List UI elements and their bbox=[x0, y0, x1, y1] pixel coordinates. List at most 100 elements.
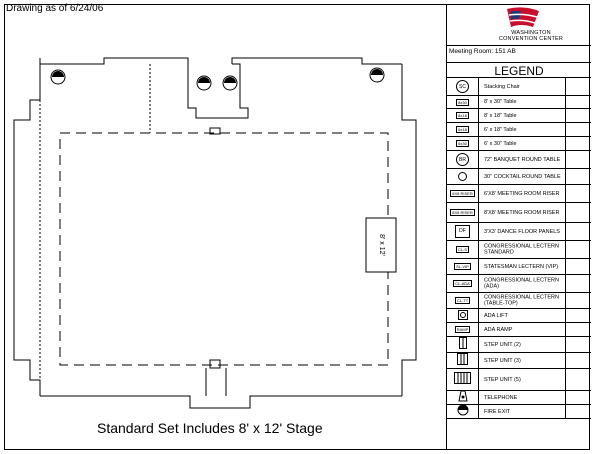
legend-symbol-mark bbox=[458, 172, 467, 181]
stage-caption: Standard Set Includes 8' x 12' Stage bbox=[97, 420, 323, 436]
legend-symbol: SC bbox=[447, 78, 479, 95]
legend-symbol bbox=[447, 309, 479, 322]
legend-symbol-mark: DF bbox=[455, 225, 470, 238]
legend-row: 6x18 6' x 18" Table bbox=[447, 123, 591, 137]
floor-plan: 8' x 12' bbox=[13, 57, 417, 409]
fire-exit-icon bbox=[196, 75, 212, 91]
legend-symbol-mark: 6x18 bbox=[456, 126, 469, 133]
legend-count-cell bbox=[565, 96, 591, 108]
legend-count-cell bbox=[565, 405, 591, 418]
legend-label: 6' x 18" Table bbox=[484, 126, 517, 133]
legend-row: SC Stacking Chair bbox=[447, 78, 591, 96]
legend-symbol-mark: SL-VIP bbox=[454, 263, 471, 270]
legend-label: 8' x 18" Table bbox=[484, 112, 517, 119]
legend-label: STEP UNIT (3) bbox=[484, 357, 521, 364]
legend-label: ADA RAMP bbox=[484, 326, 513, 333]
step3-icon bbox=[457, 352, 468, 370]
legend-count-cell bbox=[565, 353, 591, 368]
legend-label: FIRE EXIT bbox=[484, 408, 511, 415]
legend-count-cell bbox=[565, 223, 591, 240]
legend-label: STATESMAN LECTERN (VIP) bbox=[484, 263, 559, 270]
legend-row: 8x18 8' x 18" Table bbox=[447, 109, 591, 123]
legend-row: STEP UNIT (3) bbox=[447, 352, 591, 370]
legend-symbol-mark: 8x18 bbox=[456, 112, 469, 119]
wall-bottom bbox=[40, 395, 402, 409]
drawing-frame bbox=[4, 4, 590, 450]
legend-symbol: 8x18 bbox=[447, 109, 479, 122]
legend-label: 72" BANQUET ROUND TABLE bbox=[484, 156, 561, 163]
legend-count-cell bbox=[565, 323, 591, 336]
legend-row: ADA LIFT bbox=[447, 309, 591, 323]
legend-label: 8' x 30" Table bbox=[484, 98, 517, 105]
legend-row: STEP UNIT (5) bbox=[447, 369, 591, 391]
legend-symbol-mark: RAMP bbox=[454, 326, 471, 333]
legend-symbol bbox=[447, 369, 479, 390]
legend-symbol-mark: CL-S bbox=[455, 246, 470, 253]
room-outline bbox=[59, 132, 389, 366]
legend-symbol: DF bbox=[447, 223, 479, 240]
legend-symbol: BR bbox=[447, 151, 479, 168]
legend-symbol: CL-TT bbox=[447, 293, 479, 308]
legend-count-cell bbox=[565, 185, 591, 202]
legend-symbol: 6x18 bbox=[447, 123, 479, 136]
legend-symbol-mark: 8x30 bbox=[456, 98, 469, 106]
legend-row: STEP UNIT (2) bbox=[447, 336, 591, 354]
step2-icon bbox=[458, 336, 467, 354]
legend-symbol: 6x30 bbox=[447, 137, 479, 150]
stage bbox=[365, 217, 397, 273]
legend-row: BR 72" BANQUET ROUND TABLE bbox=[447, 151, 591, 169]
legend-symbol-mark: SC bbox=[456, 80, 469, 93]
legend-symbol: 6X8 RISER bbox=[447, 185, 479, 202]
legend-symbol: CL-ADA bbox=[447, 275, 479, 292]
legend-symbol: 8X8 RISER bbox=[447, 203, 479, 222]
wall-top-right bbox=[231, 57, 402, 65]
wall-top-notch bbox=[187, 63, 249, 119]
legend-row: 30" COCKTAIL ROUND TABLE bbox=[447, 169, 591, 185]
legend-row: FIRE EXIT bbox=[447, 403, 591, 421]
legend-count-cell bbox=[565, 241, 591, 258]
legend-symbol-mark: 8X8 RISER bbox=[450, 209, 475, 216]
fire-exit-icon bbox=[50, 69, 66, 85]
fire-exit-icon bbox=[222, 75, 238, 91]
legend-count-cell bbox=[565, 293, 591, 308]
legend-row: SL-VIP STATESMAN LECTERN (VIP) bbox=[447, 259, 591, 275]
logo-line2: CONVENTION CENTER bbox=[498, 36, 564, 42]
stage-label: 8' x 12' bbox=[378, 234, 385, 256]
legend-symbol-mark: BR bbox=[456, 153, 469, 166]
ada-lift-icon bbox=[457, 307, 468, 325]
legend-symbol-mark: 6X8 RISER bbox=[450, 190, 475, 197]
legend-symbol-mark: 6x30 bbox=[456, 140, 469, 147]
legend-count-cell bbox=[565, 259, 591, 274]
legend-count-cell bbox=[565, 309, 591, 322]
legend-label: CONGRESSIONAL LECTERN (TABLE-TOP) bbox=[484, 294, 559, 307]
legend-count-cell bbox=[565, 369, 591, 390]
legend-label: STEP UNIT (2) bbox=[484, 341, 521, 348]
legend-symbol: CL-S bbox=[447, 241, 479, 258]
logo-flag-icon bbox=[507, 7, 539, 28]
legend-symbol-mark: CL-ADA bbox=[453, 280, 472, 287]
step5-icon bbox=[454, 371, 471, 389]
legend-symbol-mark: CL-TT bbox=[454, 297, 471, 304]
legend-label: ADA LIFT bbox=[484, 312, 508, 319]
legend-row: CL-TT CONGRESSIONAL LECTERN (TABLE-TOP) bbox=[447, 293, 591, 309]
legend-title: LEGEND bbox=[494, 64, 544, 78]
telephone-icon bbox=[457, 389, 468, 407]
legend-count-cell bbox=[565, 275, 591, 292]
legend-count-cell bbox=[565, 137, 591, 150]
fire-exit-icon bbox=[369, 67, 385, 83]
wall-right bbox=[401, 64, 417, 396]
drawing-date: Drawing as of 6/24/06 bbox=[6, 3, 104, 14]
legend-symbol bbox=[447, 352, 479, 370]
legend-count-cell bbox=[565, 169, 591, 184]
legend-row: 8x30 8' x 30" Table bbox=[447, 96, 591, 109]
fire-exit-icon bbox=[457, 403, 469, 421]
legend-label: Stacking Chair bbox=[484, 83, 520, 90]
